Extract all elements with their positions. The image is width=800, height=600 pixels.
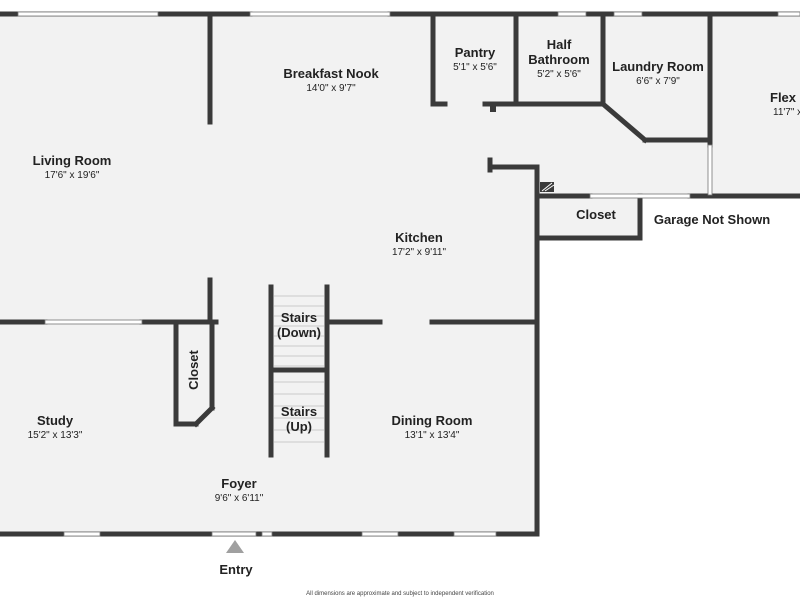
kitchen-name: Kitchen [395, 230, 443, 245]
floor-area [0, 14, 800, 534]
stairs-up-treads [274, 381, 324, 443]
stairs-up-line2: (Up) [286, 419, 312, 434]
garage-label: Garage Not Shown [654, 212, 770, 227]
flex-room-name: Flex R [770, 90, 800, 105]
half-bath-name-line1: Half [547, 37, 572, 52]
entry-arrow-icon [226, 540, 244, 553]
pantry-name: Pantry [455, 45, 496, 60]
half-bath-dims: 5'2" x 5'6" [537, 69, 581, 80]
kitchen-dims: 17'2" x 9'11" [392, 247, 447, 258]
foyer-dims: 9'6" x 6'11" [215, 493, 264, 504]
vent-icon [540, 182, 555, 192]
wall-stub [490, 104, 496, 112]
study-dims: 15'2" x 13'3" [28, 430, 83, 441]
dining-room-name: Dining Room [392, 413, 473, 428]
stairs-up-line1: Stairs [281, 404, 317, 419]
living-room-dims: 17'6" x 19'6" [45, 170, 100, 181]
flex-room-dims: 11'7" x [773, 107, 800, 118]
laundry-dims: 6'6" x 7'9" [636, 76, 680, 87]
pantry-dims: 5'1" x 5'6" [453, 62, 497, 73]
half-bath-name-line2: Bathroom [528, 52, 589, 67]
stairs-down-line1: Stairs [281, 310, 317, 325]
stairs-down-treads [274, 295, 324, 367]
laundry-name: Laundry Room [612, 59, 704, 74]
living-room-name: Living Room [33, 153, 112, 168]
walls [0, 11, 800, 537]
study-name: Study [37, 413, 74, 428]
windows [17, 11, 800, 537]
breakfast-nook-dims: 14'0" x 9'7" [306, 83, 356, 94]
closet-floor [540, 196, 640, 238]
disclaimer: All dimensions are approximate and subje… [306, 591, 494, 597]
entry-label: Entry [219, 562, 253, 577]
dining-room-dims: 13'1" x 13'4" [405, 430, 460, 441]
laundry-door [707, 144, 713, 196]
side-closet-name: Closet [186, 349, 201, 389]
foyer-name: Foyer [221, 476, 256, 491]
breakfast-nook-name: Breakfast Nook [283, 66, 379, 81]
upper-closet-name: Closet [576, 207, 616, 222]
stairs-down-line2: (Down) [277, 325, 321, 340]
